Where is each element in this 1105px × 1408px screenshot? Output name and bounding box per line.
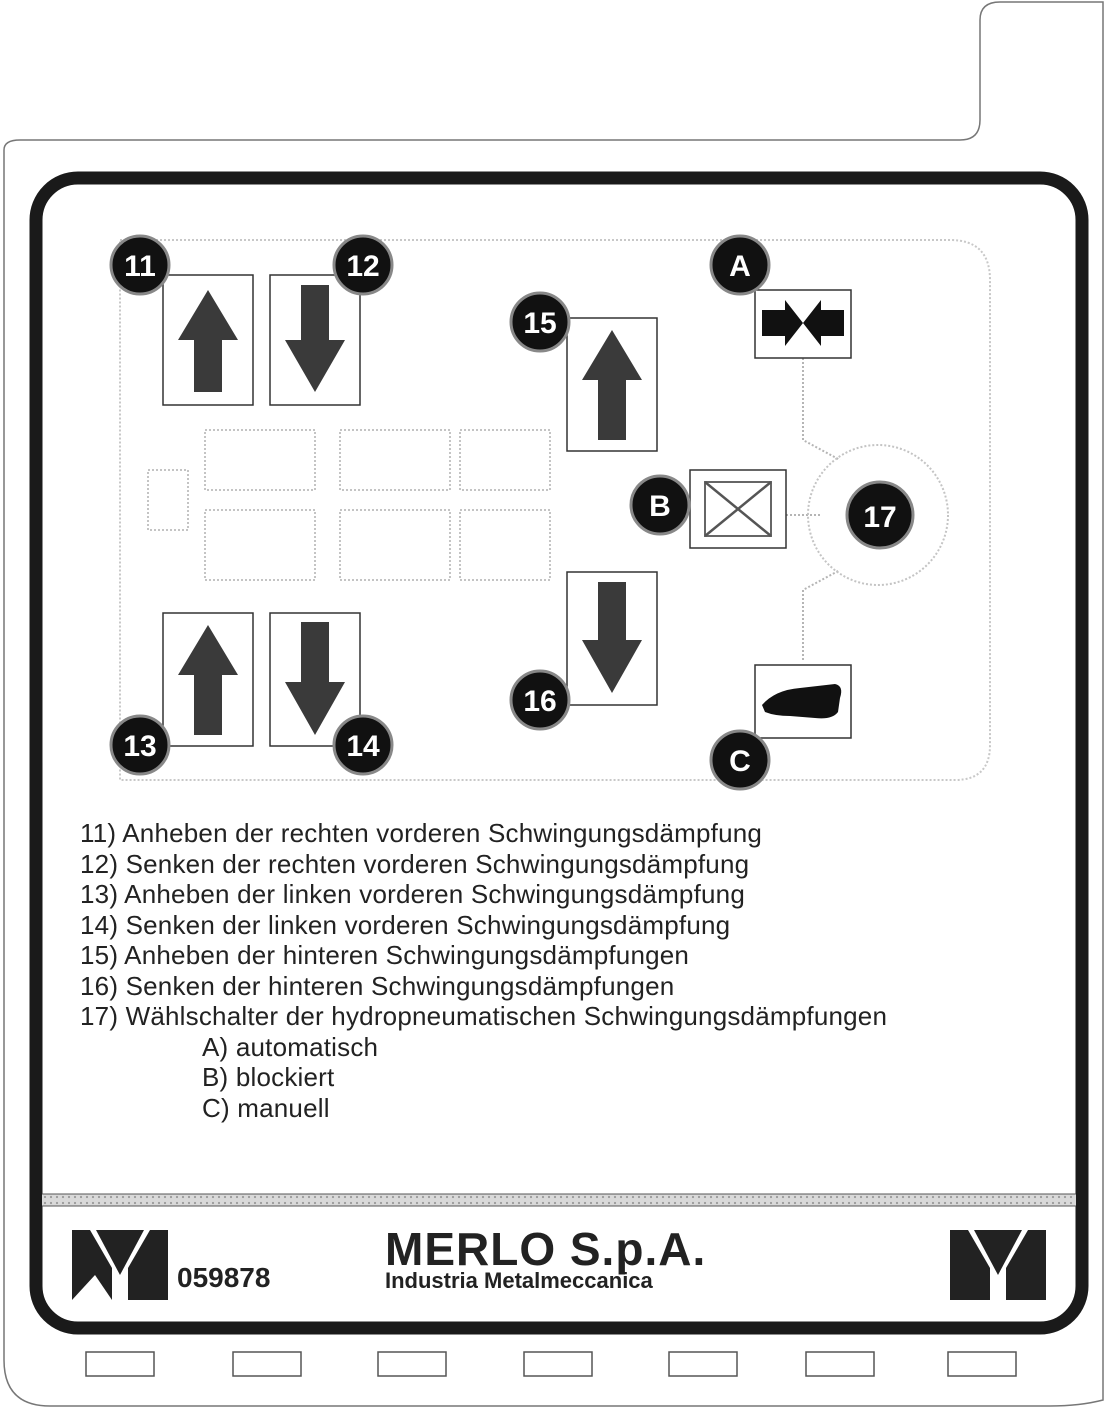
arrow-button-15[interactable]	[566, 317, 658, 452]
svg-text:16: 16	[523, 685, 556, 718]
manual-icon	[754, 664, 852, 739]
badge-13: 13	[109, 714, 171, 776]
svg-text:13: 13	[123, 730, 156, 763]
selector-ring	[807, 444, 949, 586]
label-frame	[29, 171, 1089, 1335]
svg-text:14: 14	[346, 730, 380, 763]
arrow-button-12[interactable]	[269, 274, 361, 406]
merlo-logo-right	[950, 1230, 1046, 1300]
description-item: 16) Senken der hinteren Schwingungsdämpf…	[80, 970, 675, 1001]
machine-silhouette	[147, 429, 551, 581]
arrow-button-11[interactable]	[162, 274, 254, 406]
svg-text:B: B	[649, 490, 671, 523]
badge-17: 17	[845, 480, 915, 550]
option-item: B) blockiert	[202, 1062, 335, 1092]
svg-text:A: A	[729, 250, 751, 283]
merlo-logo-left	[72, 1230, 168, 1300]
part-number: 059878	[177, 1262, 271, 1293]
svg-text:15: 15	[523, 307, 556, 340]
brand-subtitle: Industria Metalmeccanica	[385, 1268, 653, 1293]
description-list: 11) Anheben der rechten vorderen Schwing…	[80, 818, 1090, 1123]
arrow-button-16[interactable]	[566, 571, 658, 706]
svg-text:17: 17	[863, 501, 896, 534]
automatic-icon	[754, 289, 852, 359]
description-item: 14) Senken der linken vorderen Schwingun…	[80, 909, 731, 940]
option-item: C) manuell	[202, 1092, 330, 1123]
badge-16: 16	[509, 669, 571, 731]
bottom-slots	[85, 1351, 1017, 1377]
badge-14: 14	[332, 714, 394, 776]
badge-c: C	[709, 729, 771, 791]
badge-15: 15	[509, 291, 571, 353]
description-item: 17) Wählschalter der hydropneumatischen …	[80, 1001, 888, 1031]
svg-text:11: 11	[124, 250, 156, 283]
blocked-icon	[689, 469, 787, 549]
svg-text:C: C	[729, 745, 751, 778]
brand-name: MERLO S.p.A.	[385, 1223, 707, 1275]
badge-11: 11	[109, 234, 171, 296]
footer-divider	[42, 1194, 1076, 1206]
plate-outline	[3, 1, 1104, 1407]
badge-12: 12	[332, 234, 394, 296]
option-item: A) automatisch	[202, 1031, 379, 1062]
arrow-button-13[interactable]	[162, 612, 254, 747]
description-item: 11) Anheben der rechten vorderen Schwing…	[80, 818, 763, 848]
badge-b: B	[629, 474, 691, 536]
description-item: 13) Anheben der linken vorderen Schwingu…	[80, 879, 745, 909]
description-item: 12) Senken der rechten vorderen Schwingu…	[80, 848, 750, 879]
badge-a: A	[709, 234, 771, 296]
selector-links	[786, 358, 841, 660]
description-item: 15) Anheben der hinteren Schwingungsdämp…	[80, 940, 690, 970]
svg-text:12: 12	[346, 250, 379, 283]
